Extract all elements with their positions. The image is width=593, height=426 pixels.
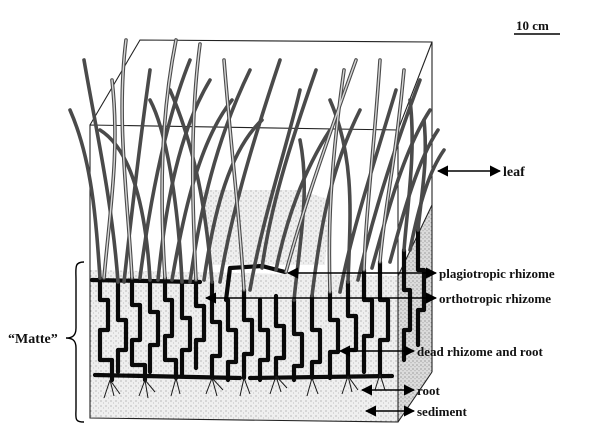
leaf-canopy: [70, 40, 444, 300]
scale-bar-label: 10 cm: [516, 18, 549, 33]
label-plagiotropic-rhizome: plagiotropic rhizome: [439, 266, 555, 281]
label-root: root: [417, 383, 441, 398]
scale-bar: 10 cm: [514, 18, 560, 34]
label-leaf: leaf: [503, 165, 525, 180]
label-orthotropic-rhizome: orthotropic rhizome: [439, 291, 551, 306]
matte-brace: [66, 262, 84, 422]
label-matte: “Matte”: [8, 332, 58, 347]
label-sediment: sediment: [417, 404, 468, 419]
label-dead-rhizome-and-root: dead rhizome and root: [417, 344, 543, 359]
